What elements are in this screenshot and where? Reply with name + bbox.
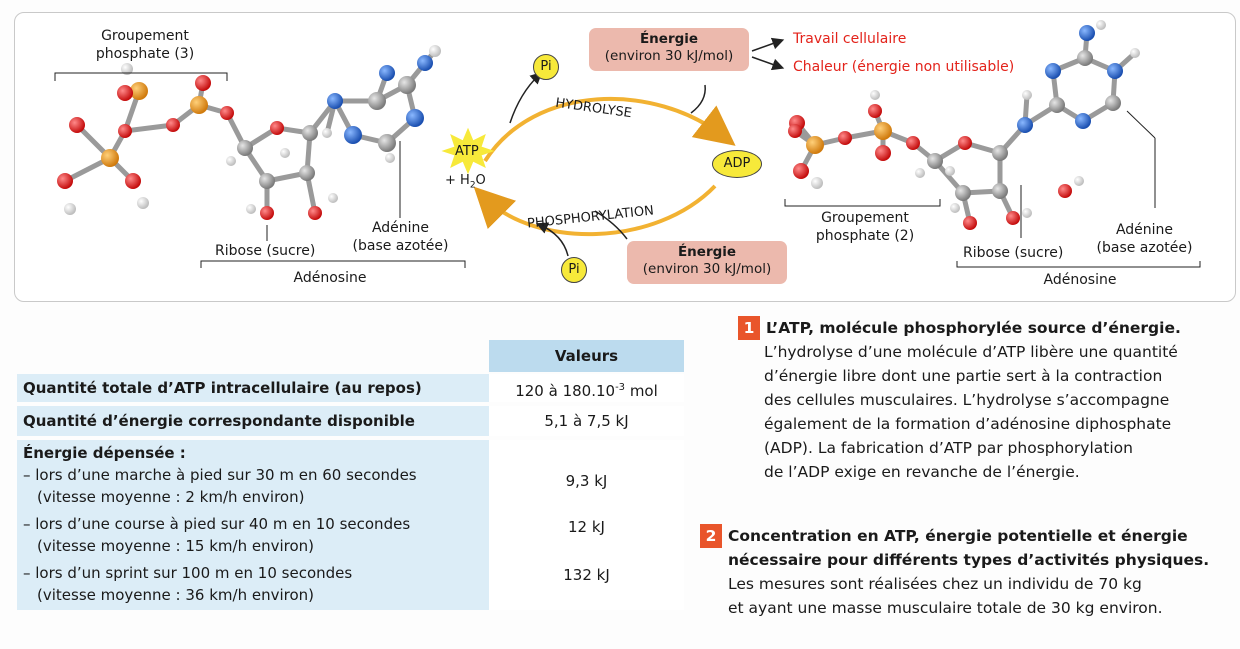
activity-sprint: – lors d’un sprint sur 100 m en 10 secon… [23, 564, 353, 604]
table-cell-value: 120 à 180.10-3 mol [489, 374, 684, 402]
caption-number-badge: 1 [738, 316, 760, 340]
molecule-illustration [54, 20, 1201, 268]
pi-bottom-badge: Pi [561, 257, 587, 283]
phosphorylation-arrow [473, 184, 717, 237]
adp-brackets [784, 110, 1201, 268]
table-cell-value: 5,1 à 7,5 kJ [489, 406, 684, 436]
activity-run: – lors d’une course à pied sur 40 m en 1… [23, 515, 411, 555]
adp-label: ADP [712, 150, 762, 178]
atp-star-icon [441, 127, 495, 175]
caption-number-badge: 2 [700, 524, 722, 548]
atp-atoms [57, 45, 441, 220]
atp-adenine-label: Adénine (base azotée) [352, 220, 449, 254]
activity-walk-value: 9,3 kJ [489, 470, 684, 492]
pi-top-badge: Pi [533, 54, 559, 80]
table-row: Quantité totale d’ATP intracellulaire (a… [17, 374, 684, 402]
adp-phosphate-label: Groupement phosphate (2) [815, 210, 915, 244]
atp-label: ATP [455, 144, 479, 159]
table-header-values: Valeurs [489, 340, 684, 372]
output-cellular-work: Travail cellulaire [793, 31, 907, 47]
atp-brackets [54, 72, 466, 268]
atp-cycle-figure: Groupement phosphate (3) Ribose (sucre) … [14, 12, 1236, 302]
atp-adenosine-label: Adénosine [293, 270, 367, 286]
table-row: Quantité d’énergie correspondante dispon… [17, 406, 684, 436]
adp-ribose-label: Ribose (sucre) [963, 245, 1064, 261]
water-label: + H2O [445, 173, 486, 191]
atp-phosphate-label: Groupement phosphate (3) [95, 28, 195, 62]
energy-released-box: Énergie(environ 30 kJ/mol) [589, 28, 749, 71]
energy-required-box: Énergie(environ 30 kJ/mol) [627, 241, 787, 284]
adp-atoms [788, 20, 1140, 230]
table-row-energy-spent: Énergie dépensée : – lors d’une marche à… [17, 440, 684, 610]
adp-adenine-label: Adénine (base azotée) [1096, 222, 1193, 256]
activity-run-value: 12 kJ [489, 516, 684, 538]
adp-adenosine-label: Adénosine [1043, 272, 1117, 288]
activity-walk: – lors d’une marche à pied sur 30 m en 6… [23, 466, 417, 506]
hydrolyse-arrow [483, 96, 736, 163]
atp-ribose-label: Ribose (sucre) [215, 243, 316, 259]
output-heat: Chaleur (énergie non utilisable) [793, 59, 1015, 75]
activity-sprint-value: 132 kJ [489, 564, 684, 586]
